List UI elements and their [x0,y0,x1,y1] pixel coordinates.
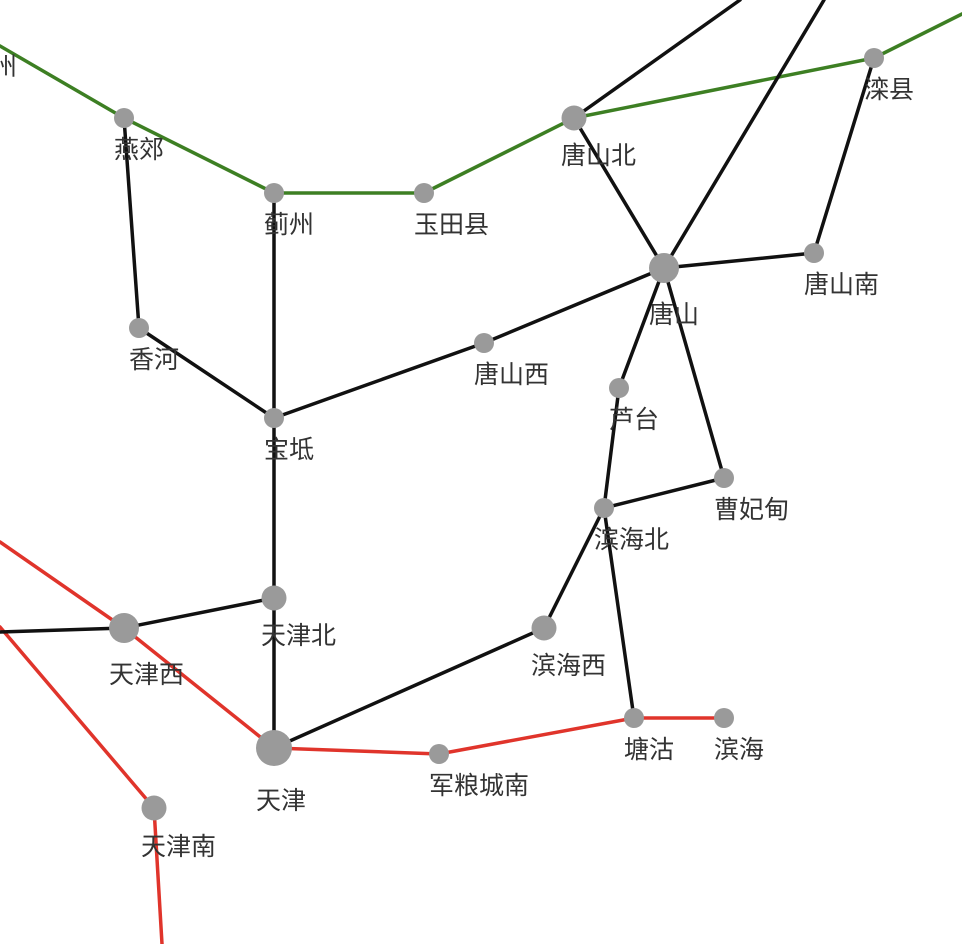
edge-partial-label: 州 [0,52,17,81]
station-marker [649,253,679,283]
station-label: 唐山 [649,300,699,329]
station-baodi[interactable]: 宝坻 [264,408,314,464]
station-marker [109,613,139,643]
station-marker [864,48,884,68]
station-label: 香河 [129,345,179,374]
station-label: 天津 [256,786,306,815]
station-marker [261,585,287,611]
station-label: 玉田县 [414,210,489,239]
station-label: 滨海西 [531,651,606,680]
station-label: 芦台 [609,405,659,434]
station-marker [594,498,614,518]
station-marker [714,468,734,488]
station-binhaixi[interactable]: 滨海西 [531,615,606,681]
station-label: 燕郊 [114,135,164,164]
station-marker [256,730,292,766]
station-marker [804,243,824,263]
station-lutai[interactable]: 芦台 [609,378,659,434]
station-junliangchengnan[interactable]: 军粮城南 [429,744,529,800]
station-label: 塘沽 [624,735,674,764]
station-marker [141,795,167,821]
station-marker [714,708,734,728]
station-label: 唐山南 [804,270,879,299]
station-marker [474,333,494,353]
station-marker [624,708,644,728]
station-yanjiao[interactable]: 燕郊 [114,108,164,164]
station-caofeidian[interactable]: 曹妃甸 [714,468,789,524]
red-line [0,540,726,944]
station-tianjin[interactable]: 天津 [256,730,306,815]
station-jizhou[interactable]: 蓟州 [264,183,314,239]
station-xianghe[interactable]: 香河 [129,318,179,374]
station-label: 天津西 [109,660,184,689]
station-marker [561,105,587,131]
station-tanggu[interactable]: 塘沽 [624,708,674,764]
station-yutian[interactable]: 玉田县 [414,183,489,239]
station-tangshannan[interactable]: 唐山南 [804,243,879,299]
station-marker [609,378,629,398]
station-marker [114,108,134,128]
station-label: 唐山北 [561,141,636,170]
station-tianjinbei[interactable]: 天津北 [261,585,336,651]
station-label: 宝坻 [264,435,314,464]
station-marker [531,615,557,641]
station-label: 滨海北 [594,525,669,554]
station-tangshanbei[interactable]: 唐山北 [561,105,636,171]
station-label: 曹妃甸 [714,495,789,524]
station-label: 滨海 [714,735,764,764]
station-marker [264,183,284,203]
station-binhaibei[interactable]: 滨海北 [594,498,669,554]
station-label: 蓟州 [264,210,314,239]
station-label: 唐山西 [474,360,549,389]
green-line [0,12,962,195]
station-binhai[interactable]: 滨海 [714,708,764,764]
station-marker [264,408,284,428]
station-tangshan[interactable]: 唐山 [649,253,699,329]
station-tianjinnan[interactable]: 天津南 [141,795,216,862]
station-marker [429,744,449,764]
station-label: 天津北 [261,621,336,650]
station-label: 天津南 [141,832,216,861]
station-label: 军粮城南 [429,771,529,800]
station-tianjinxi[interactable]: 天津西 [109,613,184,689]
station-label: 滦县 [864,75,914,104]
station-tangshanxi[interactable]: 唐山西 [474,333,549,389]
station-luanxian[interactable]: 滦县 [864,48,914,104]
station-marker [414,183,434,203]
station-marker [129,318,149,338]
